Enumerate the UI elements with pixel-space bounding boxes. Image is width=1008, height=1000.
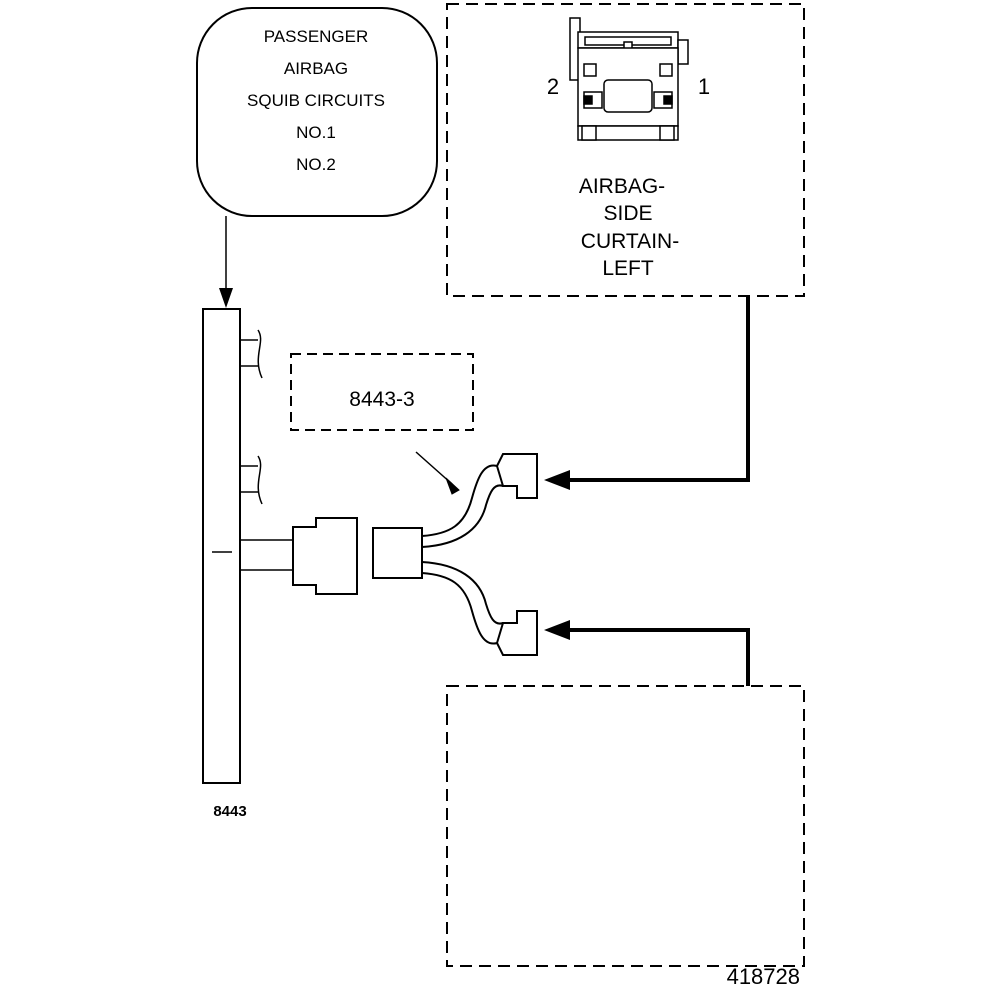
branch-stub-connector — [240, 539, 293, 571]
connector-male-half — [292, 517, 358, 595]
airbag-label-line-3: CURTAIN- — [581, 230, 679, 253]
callout-line-5: NO.2 — [296, 155, 336, 174]
y-harness — [421, 464, 504, 645]
figure-number: 418728 — [727, 964, 800, 989]
connector-pointer-arrow — [415, 451, 460, 495]
callout-line-4: NO.1 — [296, 123, 336, 142]
airbag-side-curtain-box: 2 1 AIRBAG- SIDE CURTAIN- LEFT — [446, 3, 805, 297]
pigtail-connector-lower — [495, 610, 538, 656]
inline-connector-pair — [292, 517, 423, 595]
leader-upper — [544, 296, 750, 490]
connector-8443-3-label: 8443-3 — [349, 388, 414, 411]
lower-component-box — [446, 685, 805, 967]
airbag-label-line-1: AIRBAG- — [579, 175, 665, 198]
connector-8443-3-box: 8443-3 — [290, 353, 474, 431]
leader-lower — [544, 620, 750, 686]
callout-box: PASSENGER AIRBAG SQUIB CIRCUITS NO.1 NO.… — [196, 7, 438, 217]
branch-stub-upper — [240, 329, 263, 379]
harness-8443 — [202, 308, 293, 784]
airbag-label-line-2: SIDE — [603, 202, 652, 225]
branch-stub-middle — [240, 455, 263, 505]
callout-line-1: PASSENGER — [264, 27, 369, 46]
airbag-connector-icon — [569, 17, 689, 141]
callout-line-3: SQUIB CIRCUITS — [247, 91, 385, 110]
pin-1-label: 1 — [698, 74, 710, 99]
pigtail-connector-upper — [495, 453, 538, 499]
callout-line-2: AIRBAG — [284, 59, 348, 78]
pin-2-label: 2 — [547, 74, 559, 99]
harness-8443-label: 8443 — [213, 803, 246, 820]
airbag-label-line-4: LEFT — [602, 257, 654, 280]
callout-arrow — [219, 216, 233, 308]
connector-female-half — [372, 527, 423, 579]
